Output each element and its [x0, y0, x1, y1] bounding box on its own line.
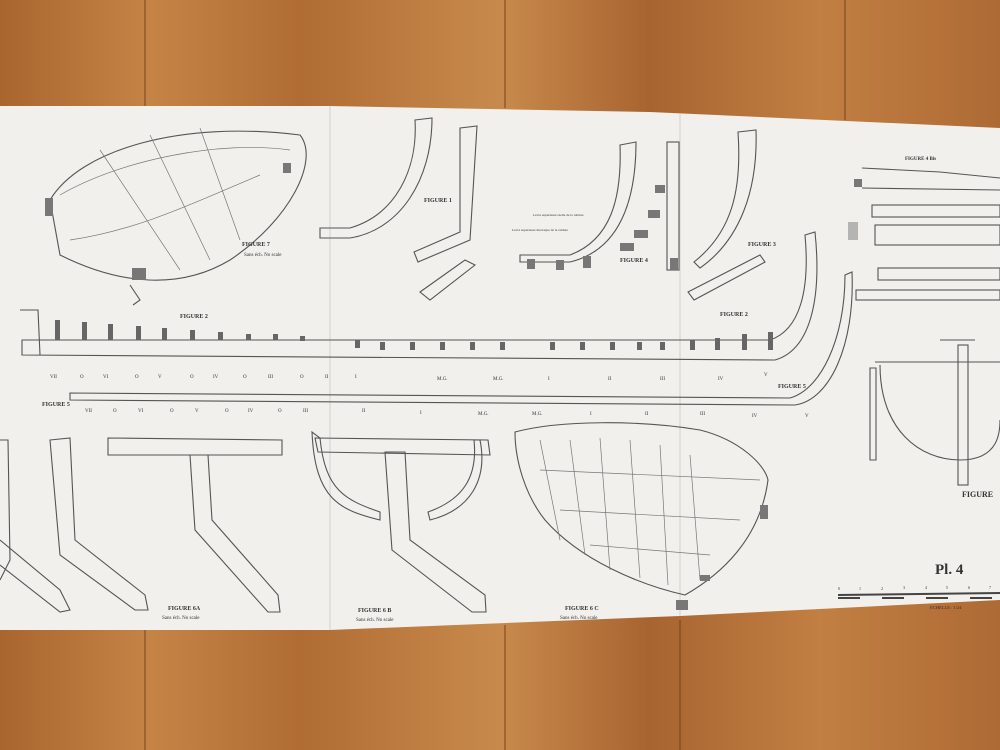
figure-6b-title: FIGURE 6 B [358, 608, 391, 614]
frame-label: IV [213, 375, 219, 380]
figure-5-title-b: FIGURE 5 [778, 384, 806, 390]
frame-label: O [243, 375, 247, 380]
scale-bar: 0 1 2 3 4 5 6 7 [837, 585, 1000, 599]
figure-2-title-a: FIGURE 2 [180, 314, 208, 320]
frame-labels-lower: VII O VI O V O IV O III II I M.G. M.G. I… [85, 409, 809, 419]
scale-tick: 2 [881, 586, 883, 591]
frame-label: I [355, 375, 357, 380]
figure-6a-drawing [107, 437, 283, 613]
frame-label: V [158, 375, 162, 380]
scale-tick: 5 [946, 585, 948, 590]
figure-4-note-theory: Lèvre supérieure théorique de la rablure [512, 228, 569, 232]
frame-label: IV [752, 414, 758, 419]
figure-2-drawing [20, 231, 818, 361]
scale-tick: 6 [968, 585, 970, 590]
figure-8-title: FIGURE [962, 490, 993, 499]
frame-label: O [80, 375, 84, 380]
frame-label: III [660, 377, 665, 382]
figure-2-frames [55, 320, 773, 350]
figure-5-drawing [69, 271, 853, 406]
figure-5-title-a: FIGURE 5 [42, 402, 70, 408]
figure-3-title: FIGURE 3 [748, 242, 776, 248]
figure-8-drawing [869, 339, 1000, 486]
figure-6a-note: Sans éch. No scale [162, 616, 200, 621]
figure-6c-drawing [514, 422, 769, 610]
frame-label: O [170, 409, 174, 414]
scale-label: ECHELLE : 1/24 [930, 605, 962, 610]
frame-label: II [608, 377, 612, 382]
figure-7-title: FIGURE 7 [242, 242, 270, 248]
frame-label: V [805, 414, 809, 419]
frame-label: II [362, 409, 366, 414]
frame-label: V [195, 409, 199, 414]
frame-label: VII [85, 409, 92, 414]
frame-label: IV [248, 409, 254, 414]
frame-label: III [268, 375, 273, 380]
figure-6b-drawing [311, 430, 491, 613]
frame-label: III [700, 412, 705, 417]
scale-tick: 0 [838, 586, 840, 591]
frame-label: VI [103, 375, 109, 380]
scale-tick: 7 [989, 585, 991, 590]
frame-labels-upper: VII O VI O V O IV O III O II I M.G. M.G.… [50, 373, 768, 382]
figure-7-drawing [45, 127, 307, 306]
scale-tick: 1 [859, 586, 861, 591]
figure-2-title-b: FIGURE 2 [720, 312, 748, 318]
wood-plank-seams [144, 0, 846, 750]
figure-6-left-drawing [0, 437, 149, 613]
paper-sheet [0, 106, 1000, 630]
figure-4-title: FIGURE 4 [620, 258, 648, 264]
figure-6b-note: Sans éch. No scale [356, 618, 394, 623]
frame-label: V [764, 373, 768, 378]
figure-1-drawing [319, 117, 478, 301]
frame-label: M.G. [478, 412, 489, 417]
figure-6c-title: FIGURE 6 C [565, 606, 599, 612]
frame-label: VII [50, 375, 57, 380]
figure-6a-title: FIGURE 6A [168, 606, 201, 612]
frame-label: M.G. [532, 412, 543, 417]
figure-4-bis-drawing [848, 167, 1000, 301]
frame-label: II [325, 375, 329, 380]
frame-label: II [645, 412, 649, 417]
frame-label: IV [718, 377, 724, 382]
figure-3-drawing [687, 129, 766, 301]
frame-label: O [135, 375, 139, 380]
frame-label: I [548, 377, 550, 382]
scale-tick: 3 [903, 585, 905, 590]
scale-tick: 4 [925, 585, 927, 590]
frame-label: O [190, 375, 194, 380]
figure-4-bis-title: FIGURE 4 Bis [905, 157, 936, 162]
frame-label: O [225, 409, 229, 414]
figure-4-drawing [519, 141, 680, 271]
frame-label: M.G. [437, 377, 448, 382]
frame-label: O [113, 409, 117, 414]
paper-folds [329, 106, 681, 630]
plate-number: Pl. 4 [935, 562, 964, 578]
frame-label: O [278, 409, 282, 414]
frame-label: M.G. [493, 377, 504, 382]
figure-6c-note: Sans éch. No scale [560, 616, 598, 621]
frame-label: VI [138, 409, 144, 414]
figure-4-note-real: Lèvre supérieure réelle de la rablure [533, 213, 584, 217]
frame-label: O [300, 375, 304, 380]
figure-1-title: FIGURE 1 [424, 198, 452, 204]
frame-label: I [590, 412, 592, 417]
frame-label: III [303, 409, 308, 414]
frame-label: I [420, 411, 422, 416]
figure-7-note: Sans éch. No scale [244, 253, 282, 258]
